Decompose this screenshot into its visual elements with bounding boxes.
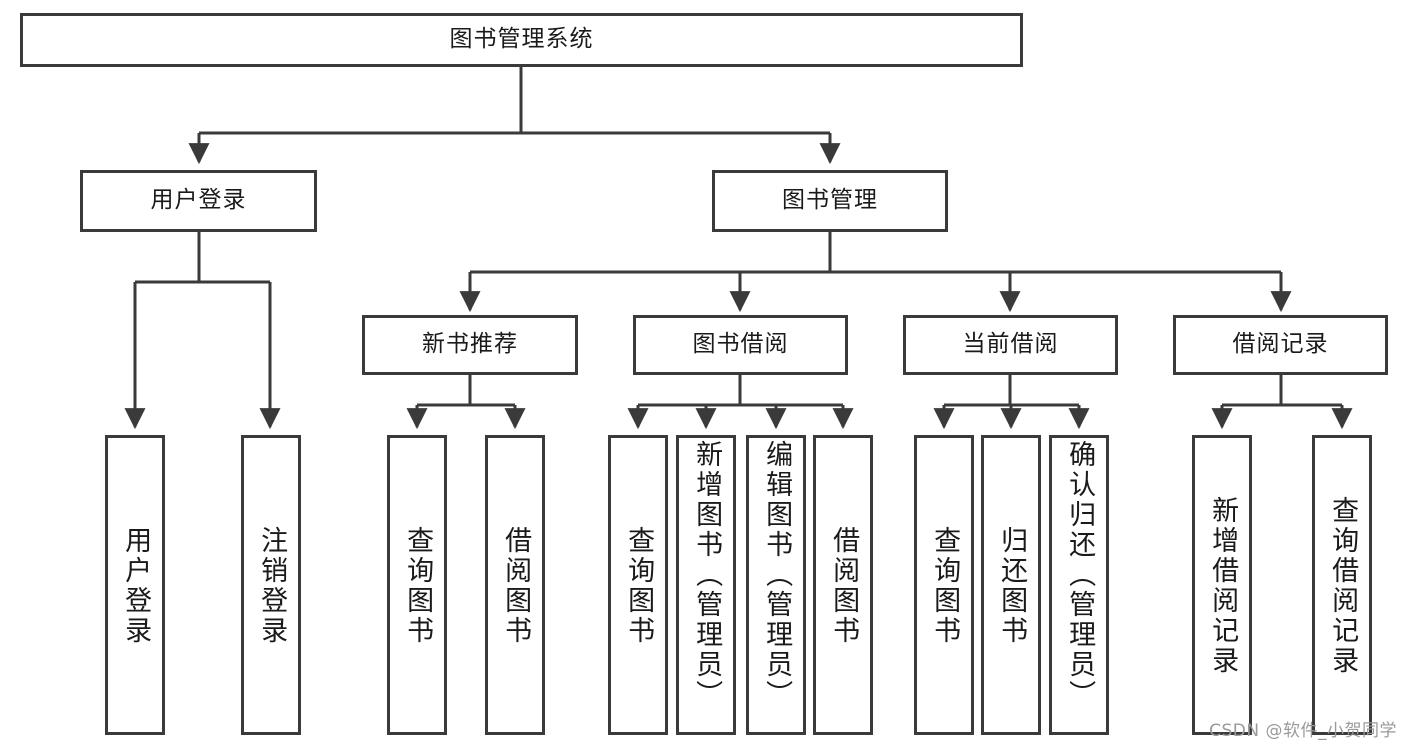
node-user-login[interactable]: 用户登录	[80, 170, 317, 232]
leaf-query-book-recommend[interactable]: 查询图书	[387, 435, 447, 735]
leaf-add-borrow-record[interactable]: 新增借阅记录	[1192, 435, 1252, 735]
node-label: 图书借阅	[692, 331, 789, 358]
leaf-user-login[interactable]: 用户登录	[105, 435, 165, 735]
node-label: 借阅图书	[500, 526, 532, 646]
node-label: 注销登录	[256, 526, 288, 646]
leaf-edit-book-admin[interactable]: 编辑图书（管理员）	[746, 435, 806, 735]
node-book-borrow[interactable]: 图书借阅	[633, 315, 848, 375]
node-label: 编辑图书（管理员）	[761, 440, 793, 710]
node-label: 查询借阅记录	[1327, 496, 1359, 676]
node-label: 新增借阅记录	[1207, 496, 1239, 676]
node-new-book-recommend[interactable]: 新书推荐	[362, 315, 578, 375]
leaf-return-book[interactable]: 归还图书	[981, 435, 1041, 735]
node-label: 查询图书	[929, 526, 961, 646]
node-label: 当前借阅	[962, 331, 1059, 358]
leaf-confirm-return-admin[interactable]: 确认归还（管理员）	[1049, 435, 1109, 735]
leaf-borrow-book[interactable]: 借阅图书	[813, 435, 873, 735]
node-label: 图书管理	[782, 187, 878, 214]
node-book-management[interactable]: 图书管理	[712, 170, 948, 232]
node-label: 用户登录	[150, 187, 247, 214]
leaf-query-book-current[interactable]: 查询图书	[914, 435, 974, 735]
node-label: 借阅记录	[1232, 331, 1329, 358]
node-label: 新书推荐	[422, 331, 518, 358]
leaf-query-book-borrow[interactable]: 查询图书	[608, 435, 668, 735]
node-borrow-record[interactable]: 借阅记录	[1173, 315, 1388, 375]
node-root-system[interactable]: 图书管理系统	[20, 13, 1023, 67]
node-label: 新增图书（管理员）	[691, 440, 723, 710]
node-label: 查询图书	[402, 526, 434, 646]
node-label: 用户登录	[120, 526, 152, 646]
leaf-borrow-book-recommend[interactable]: 借阅图书	[485, 435, 545, 735]
leaf-add-book-admin[interactable]: 新增图书（管理员）	[676, 435, 736, 735]
leaf-logout[interactable]: 注销登录	[241, 435, 301, 735]
node-label: 图书管理系统	[449, 26, 594, 53]
leaf-query-borrow-record[interactable]: 查询借阅记录	[1312, 435, 1372, 735]
node-current-borrow[interactable]: 当前借阅	[903, 315, 1118, 375]
node-label: 确认归还（管理员）	[1064, 440, 1096, 710]
node-label: 归还图书	[996, 526, 1028, 646]
node-label: 借阅图书	[828, 526, 860, 646]
node-label: 查询图书	[623, 526, 655, 646]
